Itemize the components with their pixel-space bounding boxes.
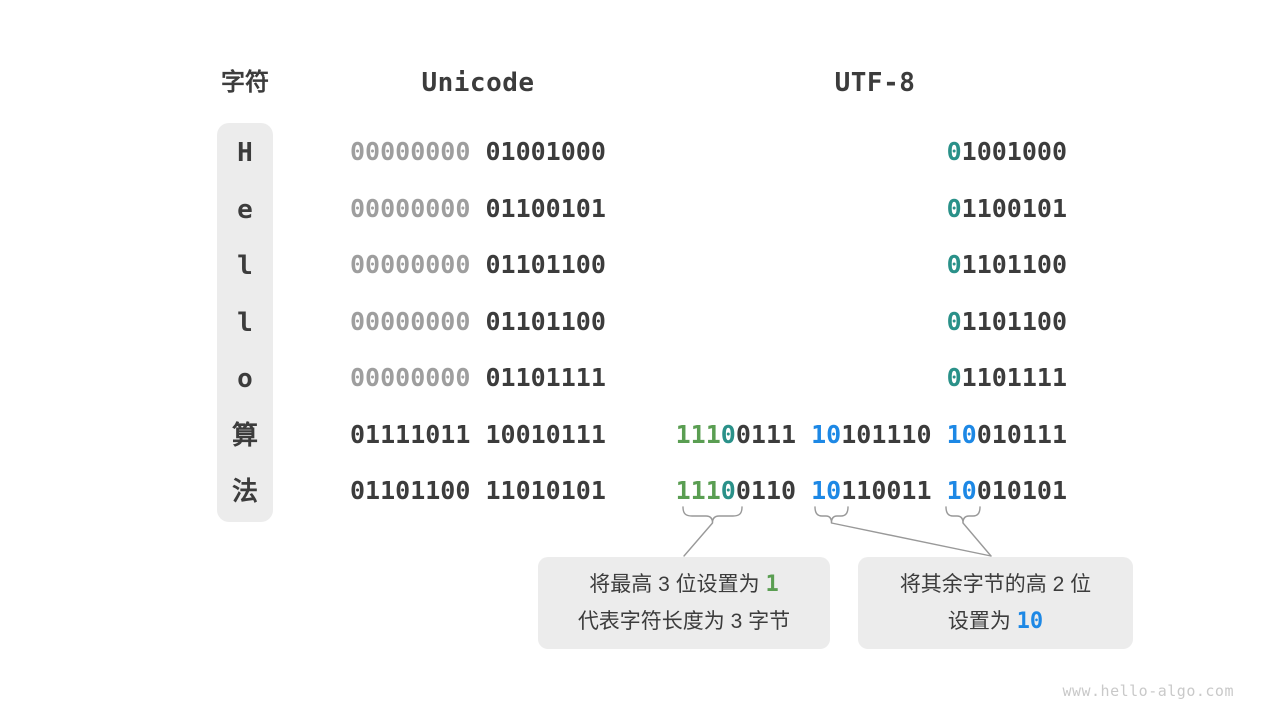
utf8-cell: 01101100 (660, 306, 1067, 338)
binary-segment: 00000000 (350, 193, 471, 223)
binary-segment: 010111 (976, 419, 1067, 449)
binary-segment: 01101100 11010101 (350, 476, 606, 505)
binary-segment: 0 (946, 137, 962, 166)
binary-segment: 01101100 (470, 306, 606, 336)
binary-segment: 00000000 (350, 363, 471, 392)
binary-segment: 1101100 (961, 306, 1067, 336)
binary-segment: 0 (946, 306, 962, 336)
binary-segment: 10 (811, 476, 842, 505)
utf8-cell: 01101100 (660, 249, 1067, 281)
callout-length-prefix: 将最高 3 位设置为 1 代表字符长度为 3 字节 (538, 557, 830, 649)
binary-segment: 代表字符长度为 3 字节 (577, 610, 791, 633)
callout-text-line: 代表字符长度为 3 字节 (578, 603, 790, 640)
binary-segment: 00000000 (350, 250, 471, 279)
connector-line-mid (830, 522, 992, 557)
underbrace-continuation-2 (945, 506, 981, 524)
binary-segment: 10 (1016, 609, 1044, 634)
unicode-cell: 00000000 01100101 (350, 193, 620, 225)
char-cell: l (237, 307, 253, 338)
char-column-background (217, 123, 273, 522)
binary-segment: 1101100 (961, 250, 1067, 279)
binary-segment: 0110 (735, 476, 812, 505)
underbrace-length-prefix (682, 506, 743, 524)
binary-segment: 01101100 (470, 250, 606, 279)
binary-segment: 01101111 (470, 363, 606, 392)
char-cell: 法 (231, 476, 258, 506)
binary-segment: 0 (946, 250, 962, 279)
char-cell: 算 (231, 419, 258, 450)
binary-segment: 10 (811, 419, 842, 449)
binary-segment: 1001000 (961, 137, 1067, 166)
connector-line-right (962, 522, 992, 557)
unicode-cell: 00000000 01001000 (350, 136, 620, 168)
binary-segment: 110011 (841, 476, 947, 505)
connector-line-left (683, 522, 714, 557)
unicode-cell: 00000000 01101100 (350, 249, 620, 281)
binary-segment: 111 (675, 476, 721, 505)
binary-segment: 0 (720, 476, 736, 505)
char-cell: l (237, 251, 253, 281)
binary-segment: 01001000 (470, 137, 606, 166)
column-header-utf8: UTF-8 (834, 68, 916, 98)
underbrace-continuation-1 (814, 506, 849, 524)
column-header-unicode: Unicode (421, 68, 535, 98)
utf8-cell: 01101111 (660, 362, 1067, 394)
binary-segment: 00000000 (350, 137, 471, 166)
binary-segment: 010101 (976, 476, 1067, 505)
binary-segment: 将最高 3 位设置为 (589, 573, 766, 596)
column-header-char: 字符 (221, 69, 269, 96)
binary-segment: 111 (675, 419, 721, 449)
binary-segment: 0111 (735, 419, 812, 449)
unicode-cell: 01101100 11010101 (350, 475, 620, 507)
callout-text-line: 将最高 3 位设置为 1 (589, 566, 778, 603)
callout-text-line: 设置为 10 (948, 603, 1043, 640)
binary-segment: 0 (946, 363, 962, 392)
watermark: www.hello-algo.com (1062, 682, 1234, 700)
utf8-cell: 11100110 10110011 10010101 (660, 475, 1067, 507)
unicode-cell: 00000000 01101111 (350, 362, 620, 394)
binary-segment: 01111011 10010111 (350, 419, 606, 449)
binary-segment: 0 (946, 193, 962, 223)
binary-segment: 101110 (841, 419, 947, 449)
char-cell: H (237, 138, 253, 168)
binary-segment: 0 (720, 419, 736, 449)
binary-segment: 00000000 (350, 306, 471, 336)
utf8-cell: 01100101 (660, 193, 1067, 225)
binary-segment: 10 (946, 476, 977, 505)
binary-segment: 1 (765, 572, 779, 597)
utf8-cell: 01001000 (660, 136, 1067, 168)
callout-text-line: 将其余字节的高 2 位 (900, 566, 1091, 603)
binary-segment: 1100101 (961, 193, 1067, 223)
binary-segment: 01100101 (470, 193, 606, 223)
char-cell: e (237, 194, 253, 225)
binary-segment: 10 (946, 419, 977, 449)
binary-segment: 1101111 (961, 363, 1067, 392)
char-cell: o (237, 364, 253, 394)
callout-continuation-bits: 将其余字节的高 2 位设置为 10 (858, 557, 1133, 649)
unicode-cell: 01111011 10010111 (350, 419, 620, 451)
utf8-cell: 11100111 10101110 10010111 (660, 419, 1067, 451)
binary-segment: 设置为 (947, 610, 1017, 633)
binary-segment: 将其余字节的高 2 位 (899, 573, 1092, 596)
unicode-cell: 00000000 01101100 (350, 306, 620, 338)
